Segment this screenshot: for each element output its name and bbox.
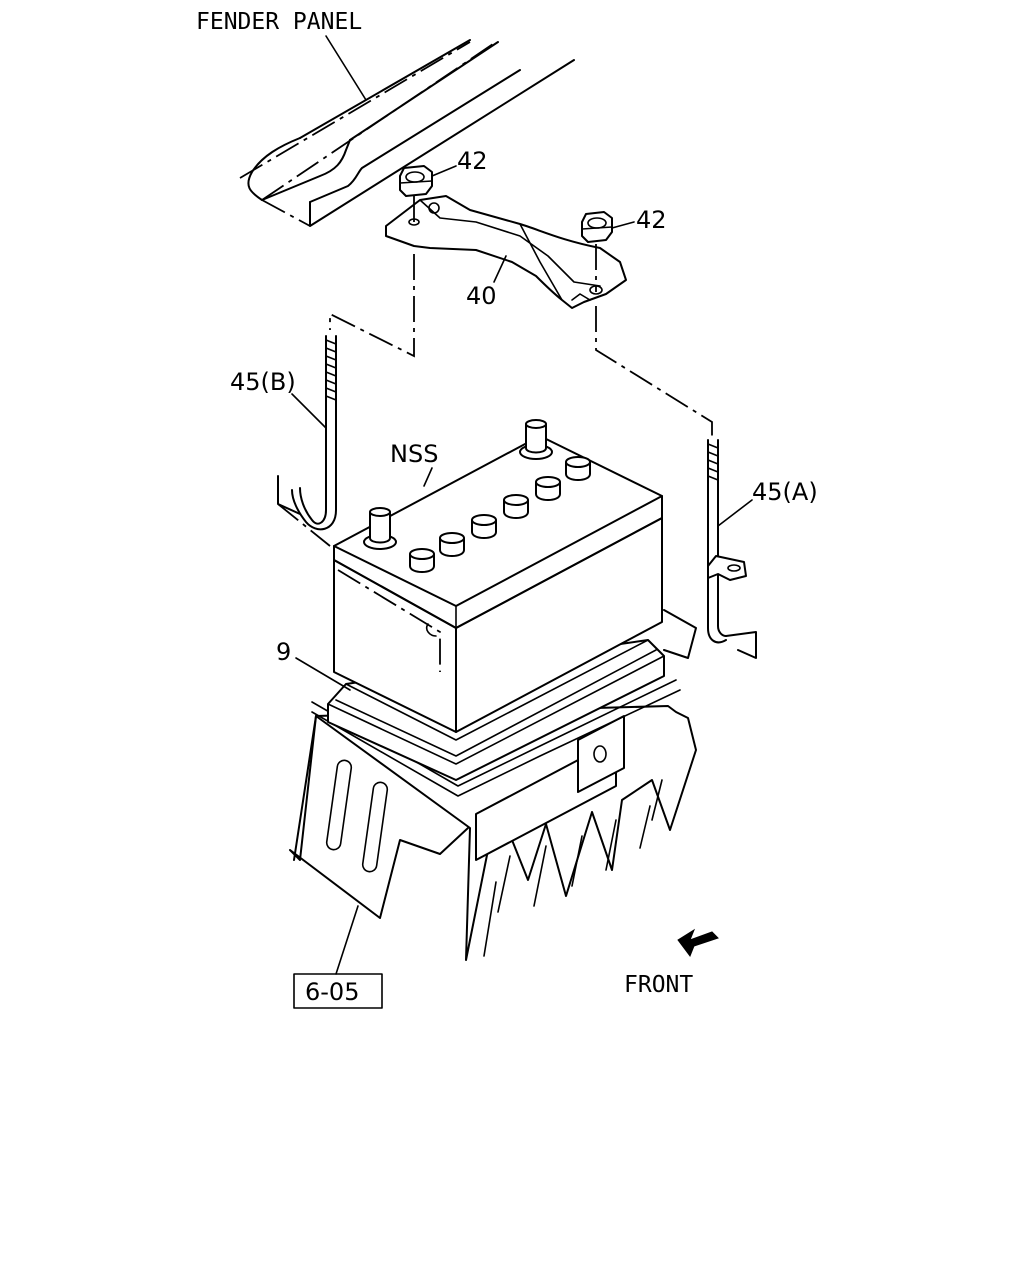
rod-45b [277,335,337,547]
ref-6-05-box[interactable] [293,973,383,1009]
fender-panel [239,39,575,227]
fender-panel-label: FENDER PANEL [196,9,362,35]
nut-42-right [581,211,613,243]
battery-post-right [519,419,553,460]
rod-45b-leader [291,393,327,429]
nut-42-left [399,165,433,197]
battery-nss-leader [423,467,433,487]
fender-panel-leader [325,35,367,101]
battery-cell-caps [409,456,591,573]
rod-45b-label: 45(B) [230,368,296,396]
nut-42-left-leader [431,165,457,177]
clamp-40-label: 40 [466,282,497,310]
rod-45a-axis [595,306,713,436]
tray-9-label: 9 [276,638,291,666]
nut-42-left-label: 42 [457,147,488,175]
ref-6-05-leader [335,905,359,975]
front-label: FRONT [624,972,693,998]
rod-45a-label: 45(A) [752,478,818,506]
battery-tray-bracket [289,609,697,961]
battery-nss [333,419,663,733]
nut-42-right-leader [611,221,635,229]
tray-9-leader [295,657,351,691]
rod-45b-axis [329,254,415,358]
rod-45a [707,439,757,659]
clamp-bracket-40 [385,195,627,309]
rod-45a-leader [717,499,753,527]
battery-post-left [363,507,397,550]
ref-6-05-label[interactable]: 6-05 [305,978,359,1006]
nut-42-right-label: 42 [636,206,667,234]
clamp-40-leader [493,255,507,283]
arrow-down-left-icon [677,928,719,958]
battery-nss-label: NSS [390,440,438,468]
